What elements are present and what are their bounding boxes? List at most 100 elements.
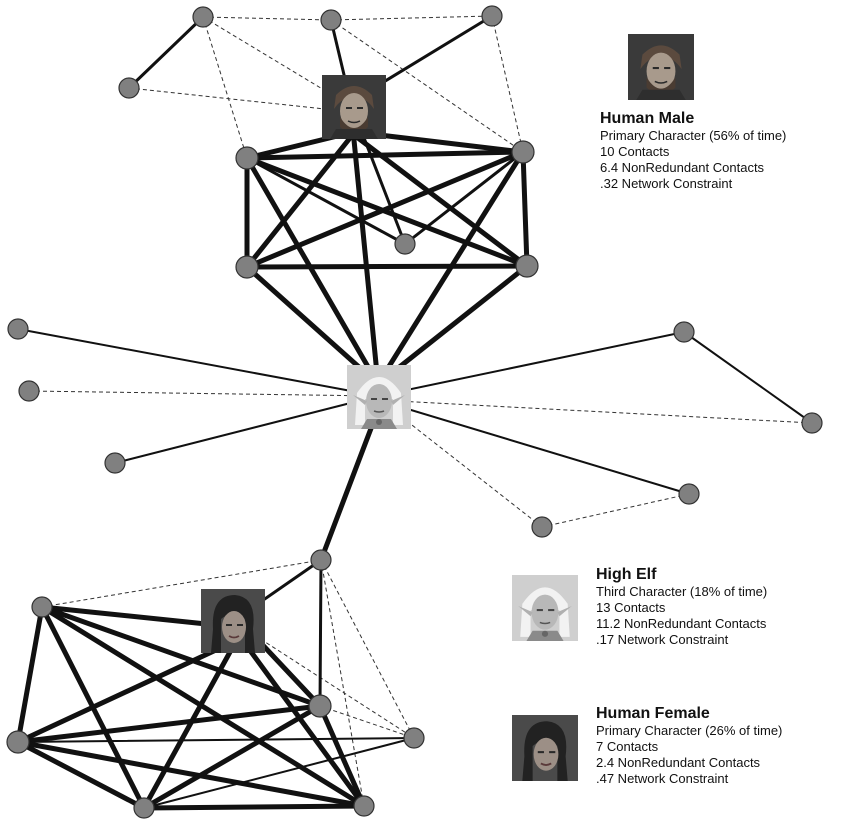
network-tie-strong (15, 739, 147, 811)
network-tie-strong (244, 155, 530, 269)
legend-contacts: 7 Contacts (596, 739, 659, 754)
legend-constraint: .47 Network Constraint (596, 771, 729, 786)
contact-node (310, 549, 332, 571)
network-tie-strong (244, 149, 526, 270)
contact-node (801, 412, 823, 434)
legend-role: Third Character (18% of time) (596, 584, 768, 599)
network-tie-strong (355, 135, 530, 269)
network-tie-strong (317, 703, 367, 809)
contact-node (6, 730, 30, 754)
contact-node (320, 9, 342, 31)
network-tie-strong (39, 604, 323, 709)
human-female-portrait-icon (201, 588, 265, 654)
contact-node (353, 795, 375, 817)
network-tie-weak (319, 705, 415, 739)
legend-constraint: .32 Network Constraint (600, 176, 733, 191)
contact-node (18, 380, 40, 402)
human-male-cluster (127, 14, 530, 387)
legend-title: Human Male (600, 110, 695, 127)
legend-human-male-text: Human Male Primary Character (56% of tim… (600, 110, 786, 192)
network-tie-strong (15, 604, 45, 745)
high-elf-cluster (17, 328, 813, 563)
network-tie-weak (541, 493, 690, 528)
contact-node (531, 516, 553, 538)
legend-high-elf-text: High Elf Third Character (18% of time) 1… (596, 566, 767, 648)
network-tie-strong (15, 739, 367, 809)
contact-node (403, 727, 425, 749)
network-tie-strong (39, 604, 367, 809)
network-tie-weak (320, 559, 415, 739)
human-female-cluster (15, 558, 415, 811)
network-tie-weak (491, 15, 524, 153)
contact-node (31, 596, 53, 618)
network-tie (377, 399, 690, 495)
human-female-portrait-icon (512, 714, 578, 782)
network-tie (143, 737, 415, 809)
human-male-portrait-icon (322, 74, 386, 140)
contact-nodes (6, 5, 823, 819)
legend-nonredundant: 6.4 NonRedundant Contacts (600, 160, 765, 175)
contact-node (118, 77, 140, 99)
human-male-portrait-icon (628, 33, 694, 101)
contact-node (133, 797, 155, 819)
network-tie (17, 737, 415, 743)
network-tie-strong (375, 263, 530, 387)
network-tie-strong (351, 137, 381, 387)
contact-node (192, 6, 214, 28)
network-tie (17, 328, 379, 397)
network-tie (318, 558, 323, 708)
network-tie-weak (41, 559, 322, 608)
network-tie (377, 331, 685, 397)
network-tie-strong (15, 647, 219, 745)
network-tie (245, 156, 407, 246)
network-tie-weak (128, 87, 335, 111)
network-tie-strong (375, 149, 526, 387)
contact-node (7, 318, 29, 340)
network-tie (403, 150, 525, 246)
network-tie (683, 331, 813, 424)
network-tie-strong (244, 263, 530, 270)
contact-node (678, 483, 700, 505)
network-tie-weak (330, 15, 493, 21)
network-tie-weak (330, 19, 524, 153)
legend-contacts: 13 Contacts (596, 600, 666, 615)
network-tie-weak (202, 16, 248, 159)
network-tie-strong (244, 155, 381, 387)
network-tie-weak (320, 559, 365, 807)
network-tie-weak (202, 16, 332, 21)
network-tie-strong (244, 149, 526, 161)
network-tie-strong (244, 264, 381, 387)
contact-node (308, 694, 332, 718)
network-tie-strong (141, 649, 233, 811)
legend-contacts: 10 Contacts (600, 144, 670, 159)
contact-node (481, 5, 503, 27)
network-tie-strong (255, 637, 323, 709)
network-tie-weak (202, 16, 335, 97)
contact-node (515, 254, 539, 278)
network-tie-strong (39, 604, 219, 628)
legend-human-female-text: Human Female Primary Character (26% of t… (596, 705, 782, 787)
network-tie (114, 395, 379, 464)
legend-role: Primary Character (26% of time) (596, 723, 783, 738)
legend-title: Human Female (596, 705, 710, 722)
network-tie-strong (141, 803, 367, 811)
network-tie-weak (28, 390, 379, 397)
network-tie-strong (244, 135, 353, 270)
network-tie-strong (141, 703, 323, 811)
network-tie-strong (15, 703, 323, 745)
network-tie-weak (377, 399, 813, 424)
network-tie-strong (243, 642, 367, 809)
network-tie-strong (520, 149, 530, 269)
contact-node (104, 452, 126, 474)
contact-node (673, 321, 695, 343)
legend-title: High Elf (596, 566, 657, 583)
contact-node (511, 140, 535, 164)
legend-constraint: .17 Network Constraint (596, 632, 729, 647)
network-tie (127, 15, 205, 90)
legend-nonredundant: 11.2 NonRedundant Contacts (596, 616, 767, 631)
contact-node (235, 146, 259, 170)
high-elf-portrait-icon (347, 364, 411, 430)
legend-nonredundant: 2.4 NonRedundant Contacts (596, 755, 761, 770)
